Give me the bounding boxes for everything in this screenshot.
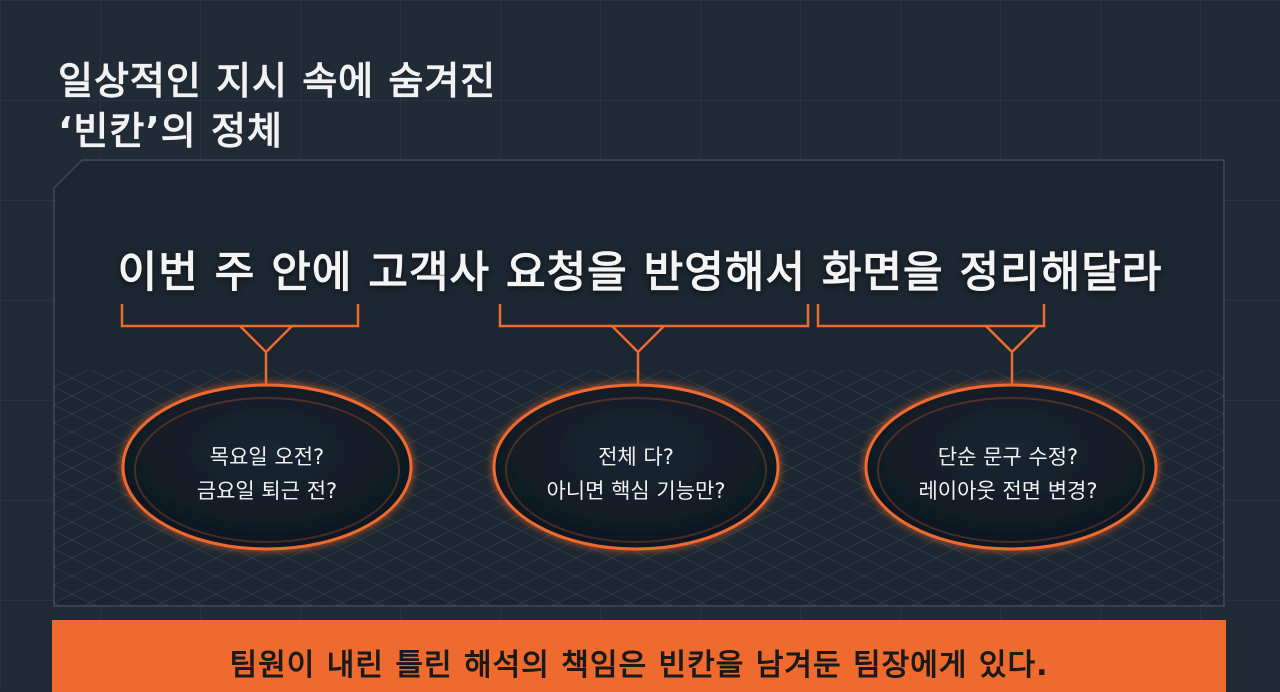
bracket-2	[498, 304, 810, 387]
question-depth-line-2: 레이아웃 전면 변경?	[918, 479, 1098, 503]
question-scope: 전체 다? 아니면 핵심 기능만?	[496, 440, 776, 508]
footer-text: 팀원이 내린 틀린 해석의 책임은 빈칸을 남겨둔 팀장에게 있다.	[229, 648, 1049, 683]
question-when: 목요일 오전? 금요일 퇴근 전?	[127, 440, 407, 508]
question-when-line-1: 목요일 오전?	[209, 445, 325, 469]
hole-1	[121, 383, 413, 551]
question-depth-line-1: 단순 문구 수정?	[937, 445, 1079, 469]
hole-2	[492, 383, 780, 551]
bracket-1	[120, 304, 360, 387]
question-depth: 단순 문구 수정? 레이아웃 전면 변경?	[868, 440, 1148, 508]
instruction-sentence: 이번 주 안에 고객사 요청을 반영해서 화면을 정리해달라	[117, 248, 1163, 298]
title-line-2: ‘빈칸’의 정체	[58, 109, 283, 153]
hole-3	[864, 383, 1158, 551]
question-when-line-2: 금요일 퇴근 전?	[196, 479, 338, 503]
bracket-3	[816, 304, 1046, 387]
question-scope-line-1: 전체 다?	[598, 445, 674, 469]
footer-banner: 팀원이 내린 틀린 해석의 책임은 빈칸을 남겨둔 팀장에게 있다.	[52, 620, 1226, 692]
question-scope-line-2: 아니면 핵심 기능만?	[546, 479, 726, 503]
title-line-1: 일상적인 지시 속에 숨겨진	[58, 59, 497, 103]
